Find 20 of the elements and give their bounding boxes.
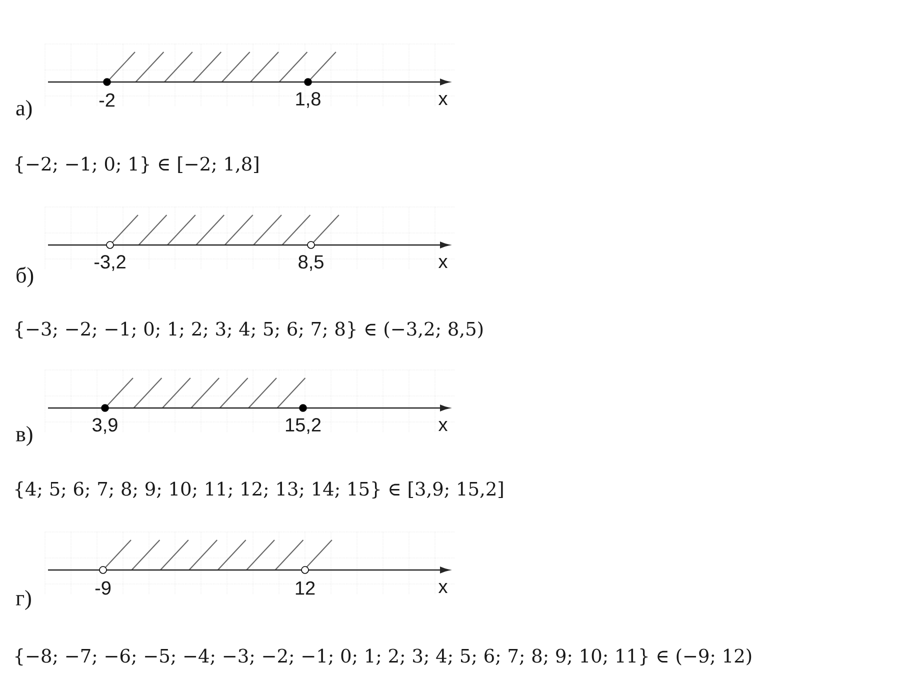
axis-label: x	[438, 94, 448, 105]
item-letter: б)	[16, 266, 34, 288]
axis-label: x	[438, 582, 448, 593]
point-label: 8,5	[298, 255, 324, 271]
point-label: -2	[99, 93, 114, 107]
axis-label: x	[438, 258, 448, 268]
item-letter: а)	[16, 100, 32, 120]
point-label: -9	[95, 581, 111, 595]
set-statement: {−2; −1; 0; 1} ∈ [−2; 1,8]	[16, 156, 258, 174]
axis-label: x	[438, 420, 448, 431]
item-letter: г)	[16, 590, 31, 610]
point-label: 3,9	[92, 418, 118, 434]
set-statement: {−8; −7; −6; −5; −4; −3; −2; −1; 0; 1; 2; 3; 4; 5; 6; 7; 8; 9; 10; 11} ∈ (−9; 12)	[16, 648, 752, 666]
item-letter: в)	[16, 426, 32, 446]
set-statement: {−3; −2; −1; 0; 1; 2; 3; 4; 5; 6; 7; 8} ∈ (−3,2; 8,5)	[16, 321, 483, 339]
point-label: -3,2	[94, 255, 126, 271]
point-label: 1,8	[296, 92, 320, 108]
set-statement: {4; 5; 6; 7; 8; 9; 10; 11; 12; 13; 14; 15} ∈ [3,9; 15,2]	[16, 481, 503, 499]
point-label: 12	[296, 581, 315, 595]
point-label: 15,2	[286, 418, 321, 434]
